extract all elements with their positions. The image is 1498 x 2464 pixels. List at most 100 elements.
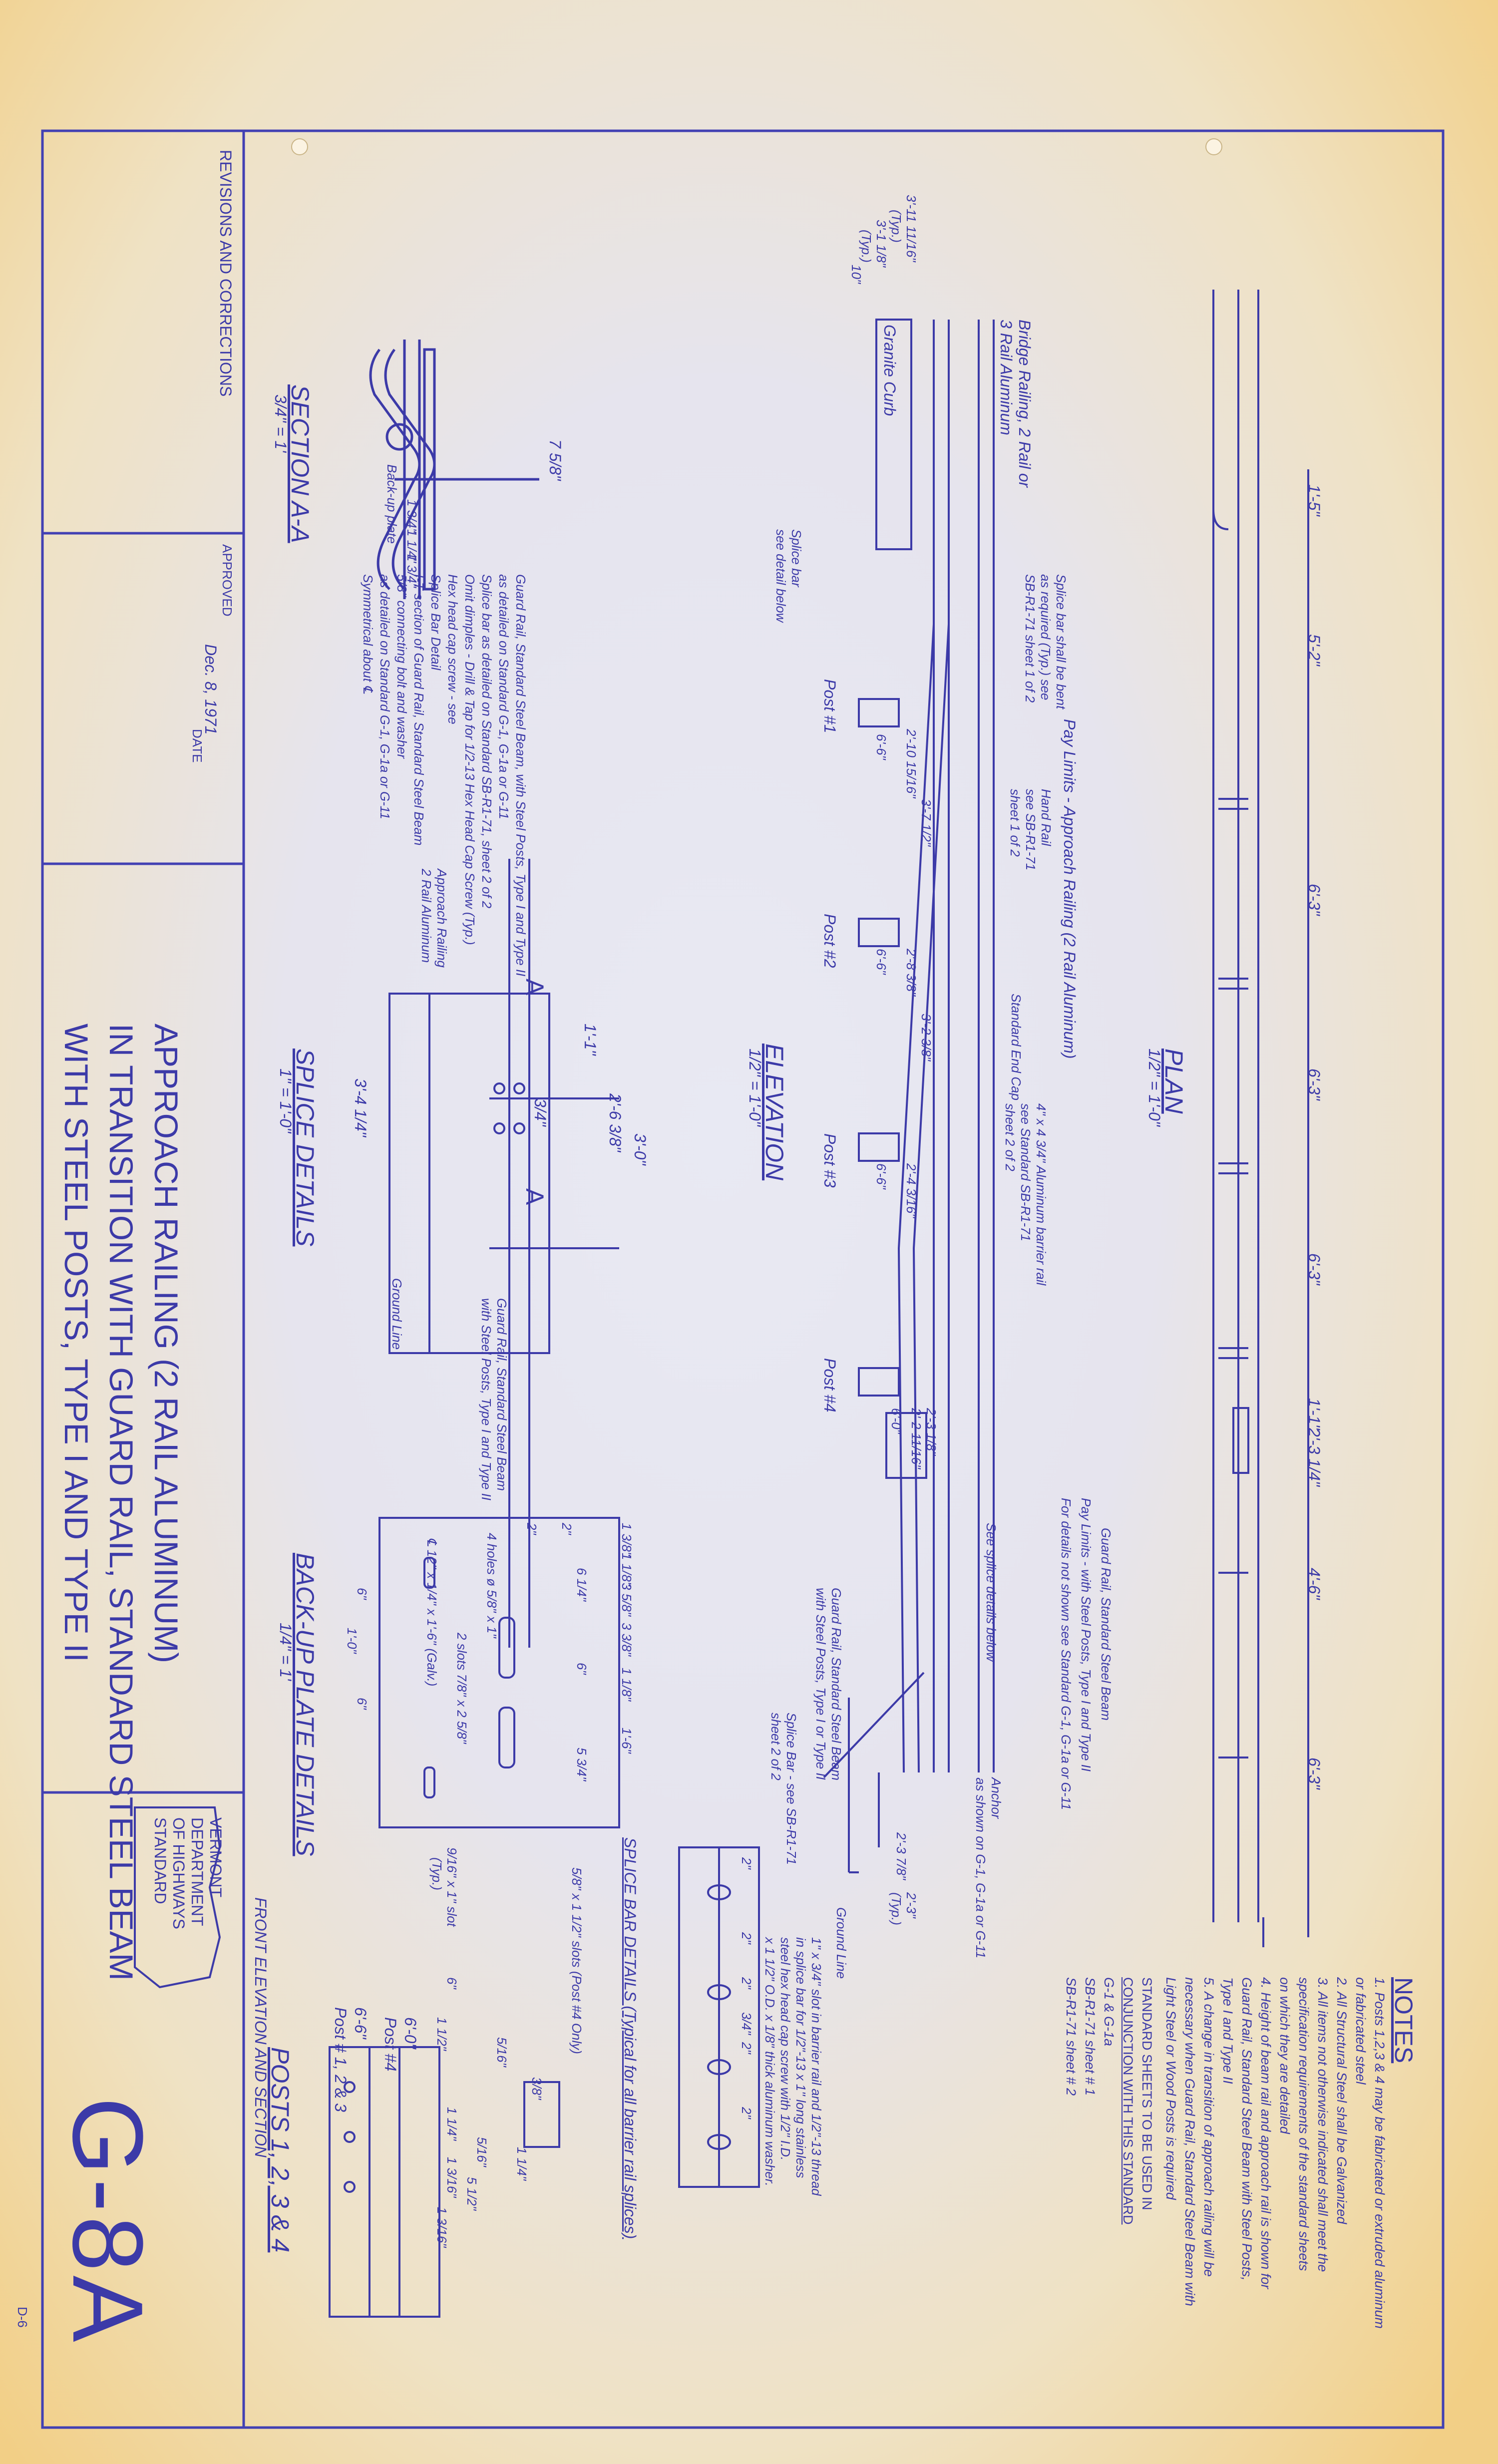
hand-rail-line: Hand Rail (1039, 789, 1054, 846)
section-note-line: Omit dimples - Drill & Tap for 1/2-13 He… (462, 574, 477, 945)
section-mark: A (521, 1188, 549, 1205)
sheet-number: G-8A (52, 2097, 163, 2346)
splice-guard-rail-line: Guard Rail, Standard Steel Beam (494, 1298, 509, 1491)
splice-bar-note-line: as required (Typ.) see (1038, 574, 1053, 701)
splice-ground-line: Ground Line (389, 1278, 404, 1350)
post-dim: 1 3/16" (434, 2207, 449, 2248)
splice-dim: 3/4" (531, 1098, 549, 1126)
backup-slots-note: 2 slots 7/8" x 2 5/8" (454, 1633, 469, 1744)
slot-note-line: 1" x 3/4" slot in barrier rail and 1/2"-… (809, 1937, 824, 2196)
splice-bar-note-line: Splice bar shall be bent (1054, 574, 1069, 709)
slot-note-line: steel hex head cap screw with 1/2" I.D. (778, 1937, 793, 2161)
plan-scale: 1/2" = 1'-0" (1145, 1049, 1163, 1127)
end-cap-note: Standard End Cap (1009, 994, 1024, 1100)
height-dim: 3'-2 3/8" (919, 1014, 934, 1061)
agency-line: VERMONT (207, 1817, 225, 1897)
backup-dim: 6" (355, 1588, 370, 1600)
note-line: or fabricated steel (1353, 1977, 1368, 2085)
revisions-label: REVISIONS AND CORRECTIONS (217, 150, 235, 397)
plan-label: PLAN (1160, 1049, 1188, 1114)
anchor-note: Anchor as shown on G-1, G-1a or G-11 (973, 1777, 1004, 1958)
post4-label: Post #4 (381, 2017, 399, 2072)
back-up-plate-label: BACK-UP PLATE DETAILS (291, 1553, 319, 1856)
backup-dim: 6" (574, 1663, 589, 1675)
splice-dim: 1'-1" (581, 1024, 599, 1056)
corner-mark: D-6 (15, 2307, 30, 2328)
barrier-rail-line: 4" x 4 3/4" Aluminum barrier rail (1034, 1103, 1049, 1286)
backup-dim: 6 1/4" (574, 1568, 589, 1602)
section-note-line: 5/8" connecting bolt and washer (394, 574, 409, 759)
barrier-rail-line: sheet 2 of 2 (1003, 1103, 1018, 1171)
splice-details (388, 859, 619, 1648)
height-dim: 3'-7 1/2" (919, 799, 934, 847)
plan-view (1212, 290, 1309, 1947)
post-dim: 3/8" (529, 2077, 544, 2100)
post-dim: 1 3/16" (444, 2157, 459, 2198)
post-dim: 1 1/4" (444, 2107, 459, 2141)
splice-dim: 3'-0" (631, 1133, 649, 1165)
posts-slots-note: 5/8" x 1 1/2" slots (Post #4 Only) (569, 1867, 584, 2054)
splice-guard-rail-line: with Steel Posts, Type I and Type II (479, 1298, 494, 1501)
posts-typ-note: (Typ.) (429, 1857, 444, 1890)
guard-rail-steel-line: Guard Rail, Standard Steel Beam (829, 1588, 844, 1780)
section-note-line: Splice bar as detailed on Standard SB-R1… (479, 574, 494, 909)
backup-dim: 1 1/8" (619, 1553, 634, 1587)
pay-limits-approach: Pay Limits - Approach Railing (2 Rail Al… (1061, 719, 1079, 1059)
note-line: 2. All Structural Steel shall be Galvani… (1334, 1977, 1349, 2224)
section-label: SECTION A-A (286, 384, 314, 543)
title-line: WITH STEEL POSTS, TYPE I AND TYPE II (58, 1024, 95, 1662)
plan-dim: 5'-2" (1305, 634, 1323, 666)
splice-bar-note: Splice bar shall be bent as required (Ty… (1022, 574, 1069, 709)
note-line: necessary when Guard Rail, Standard Stee… (1182, 1977, 1197, 2306)
height-dim: 2'-3" (904, 1892, 919, 1918)
approved-label: APPROVED (220, 544, 235, 617)
splice-bar-dim: 2" (739, 1932, 754, 1944)
elevation-view (823, 319, 995, 1873)
section-note-line: Symmetrical about ℄ (361, 574, 375, 694)
post-label: Post #1 (821, 679, 839, 733)
splice-bar-dim: 3/4" (739, 2012, 754, 2035)
plan-dim: 4'-6" (1305, 1568, 1323, 1600)
guard-rail-steel-line: with Steel Posts, Type I or Type II (813, 1588, 828, 1780)
note-line: Type I and Type II (1220, 1977, 1235, 2084)
section-note-line: as detailed on Standard G-1, G-1a or G-1… (377, 574, 392, 819)
ground-line-label: Ground Line (834, 1907, 849, 1979)
anchor-line: as shown on G-1, G-1a or G-11 (973, 1777, 988, 1959)
splice-details-scale: 1" = 1'-0" (277, 1068, 295, 1133)
section-note-line: Guard Rail, Standard Steel Beam, with St… (513, 574, 528, 977)
splice-bar-dim: 2" (739, 2107, 754, 2119)
slot-note: 1" x 3/4" slot in barrier rail and 1/2"-… (762, 1937, 824, 2196)
hand-rail-line: sheet 1 of 2 (1008, 789, 1023, 857)
bridge-railing-line: 3 Rail Aluminum (997, 320, 1015, 435)
back-up-plate-label: Back-up plate (384, 464, 399, 544)
agency-line: OF HIGHWAYS (170, 1817, 188, 1929)
top-dim: (Typ.) (889, 210, 904, 243)
date-value: Dec. 8, 1971 (202, 644, 220, 735)
note-line: specification requirements of the standa… (1296, 1977, 1311, 2271)
guard-rail-label: Guard Rail, Standard Steel Beam (1099, 1528, 1114, 1721)
splice-details-label: SPLICE DETAILS (291, 1049, 319, 1247)
post-dim: 5/16" (494, 2037, 509, 2067)
agency-block: VERMONT DEPARTMENT OF HIGHWAYS STANDARD (151, 1817, 225, 1929)
splice-bar-see-line: sheet 2 of 2 (768, 1713, 783, 1780)
bridge-railing-label: Bridge Railing, 2 Rail or 3 Rail Aluminu… (997, 320, 1034, 487)
height-dim: 6'-6" (874, 1163, 889, 1189)
vermont-outline (134, 1806, 221, 1989)
standards-item: G-1 & G-1a (1102, 1977, 1117, 2047)
elevation-label: ELEVATION (760, 1044, 788, 1181)
post123-dim: 6'-6" (352, 2007, 370, 2039)
date-label: DATE (190, 729, 205, 763)
post4-dim: 6'-0" (401, 2017, 419, 2049)
approach-railing-line: 2 Rail Aluminum (419, 869, 434, 963)
top-dim: 3'-11 11/16" (904, 195, 919, 262)
pay-limits-guard-note: For details not shown see Standard G-1, … (1059, 1498, 1074, 1810)
anchor-line: Anchor (989, 1777, 1004, 1819)
back-up-plate (378, 1517, 620, 1828)
plan-dim: 6'-3" (1305, 1758, 1323, 1789)
height-dim: 2'-8 3/8" (904, 949, 919, 997)
standards-heading: STANDARD SHEETS TO BE USED IN (1139, 1977, 1154, 2210)
back-up-plate-scale: 1/4" = 1' (277, 1623, 295, 1681)
post-dim: 1 1/2" (434, 2017, 449, 2051)
post-label: Post #3 (821, 1133, 839, 1188)
